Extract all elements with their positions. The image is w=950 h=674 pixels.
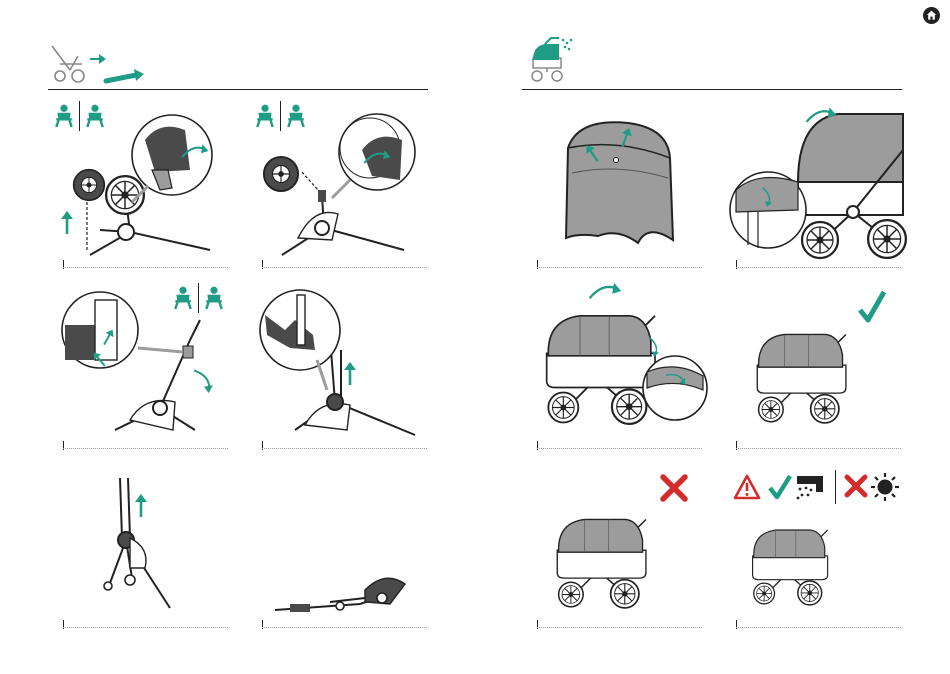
rear-wheel-detached-illustration — [262, 110, 432, 265]
canopy-cover-pull-over-illustration — [525, 280, 705, 445]
frame-folded-flat-illustration — [270, 570, 430, 620]
canopy-cover-unpacked-illustration — [558, 118, 678, 248]
step-separator — [537, 267, 702, 268]
step-separator — [63, 267, 228, 268]
canopy-cover-fitted-illustration — [740, 312, 870, 442]
canopy-cover-weather-illustration — [738, 508, 848, 624]
canopy-cover-incorrect-illustration — [540, 498, 670, 626]
step-separator — [537, 448, 702, 449]
right-header-rule — [522, 89, 902, 90]
check-icon — [768, 474, 792, 500]
frame-lift-illustration — [255, 290, 430, 445]
step-separator — [736, 267, 901, 268]
home-button[interactable] — [923, 7, 940, 24]
icon-divider — [835, 470, 836, 504]
step-separator — [63, 627, 228, 628]
home-icon — [923, 7, 940, 24]
step-separator — [262, 627, 427, 628]
rain-cloud-icon — [794, 474, 826, 500]
left-header-rule — [48, 89, 428, 90]
step-separator — [262, 267, 427, 268]
sun-icon — [870, 472, 900, 502]
arrow-long-right-icon — [106, 69, 144, 83]
arrow-right-icon — [90, 54, 106, 64]
step-separator — [262, 448, 427, 449]
cross-icon — [844, 474, 868, 498]
canopy-cover-attach-top-illustration — [728, 100, 908, 265]
frame-fold-upright-illustration — [90, 478, 200, 618]
step-separator — [736, 627, 901, 628]
warning-icon — [733, 474, 761, 500]
step-separator — [736, 448, 901, 449]
handlebar-release-illustration — [55, 290, 230, 445]
step-separator — [537, 627, 702, 628]
stroller-frame-icon — [48, 42, 88, 84]
stroller-sun-canopy-icon — [525, 36, 575, 84]
rear-wheel-removal-illustration — [60, 110, 230, 265]
step-separator — [63, 448, 228, 449]
